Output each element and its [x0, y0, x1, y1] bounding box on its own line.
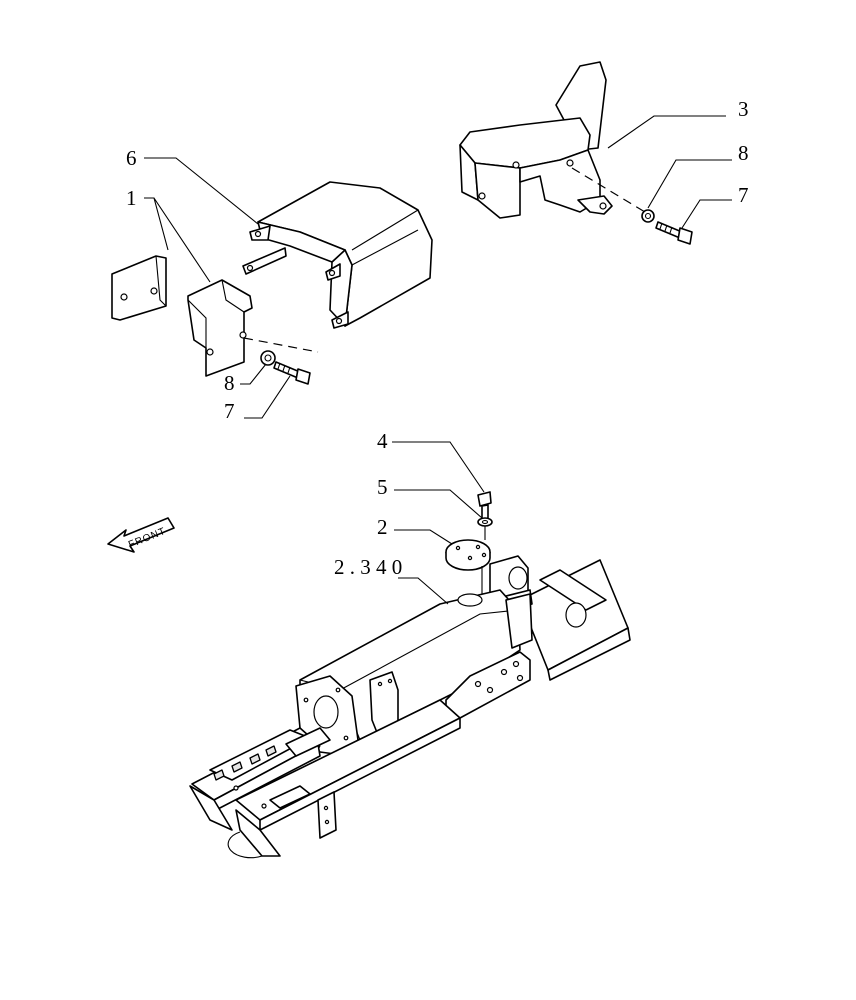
bolt-7-left	[273, 361, 311, 385]
washer-8-right	[641, 209, 655, 223]
callout-7-left: 7	[224, 399, 235, 423]
callout-1: 1	[126, 186, 137, 210]
callout-6: 6	[126, 146, 137, 170]
washer-8-left	[260, 350, 276, 366]
callout-7-right: 7	[738, 183, 749, 207]
bolt-7-right	[655, 221, 693, 245]
part-6-cover	[242, 181, 433, 329]
callout-ref: 2 . 3 4 0	[334, 555, 402, 579]
washer-5	[477, 517, 493, 527]
part-3-bracket	[459, 61, 613, 219]
axle-housing	[189, 555, 631, 859]
part-1-bracket-a	[111, 255, 167, 321]
part-1-bracket-b	[187, 279, 253, 377]
callout-2: 2	[377, 515, 388, 539]
callout-3: 3	[738, 97, 749, 121]
callout-8-right: 8	[738, 141, 749, 165]
callout-5: 5	[377, 475, 388, 499]
cover-plate-2	[445, 539, 491, 571]
callout-8-left: 8	[224, 371, 235, 395]
leader-lines	[144, 115, 732, 605]
front-arrow-icon: FRONT	[107, 517, 175, 553]
bolt-4	[477, 491, 492, 520]
callout-4: 4	[377, 429, 388, 453]
callout-labels: 6 1 3 8 7 8 7 4 5 2 2 . 3 4 0	[126, 97, 749, 579]
assembly-line-1	[243, 337, 319, 353]
